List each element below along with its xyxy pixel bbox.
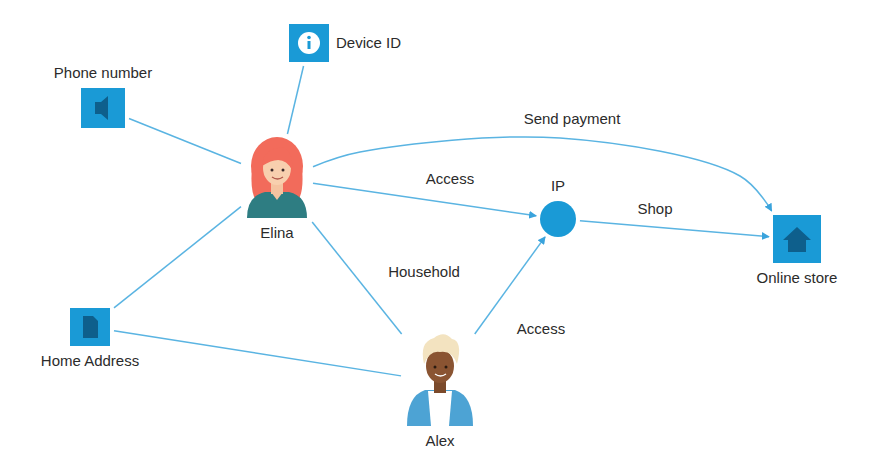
node-label: Elina [260,224,293,242]
store-icon [773,215,821,263]
document-icon [70,308,110,346]
node-label: Device ID [336,34,401,52]
phone-box: Phone number [81,88,125,128]
node-label: Phone number [54,64,152,82]
person-node: Alex [405,338,475,426]
ip-node: IP [540,201,576,237]
edge-label: Access [514,320,568,338]
edge-label: Send payment [521,110,624,128]
node-label: Online store [757,269,838,287]
connector [114,207,241,308]
edge-label: Shop [634,200,675,218]
node-label: Home Address [41,352,139,370]
person-node: Elina [245,138,309,218]
connector [313,183,536,216]
info-box: Device ID [289,24,329,62]
node-label: IP [551,177,565,195]
speaker-icon [81,88,125,128]
person-figure [247,137,307,218]
edge-label: Access [423,170,477,188]
person-figure [407,334,473,426]
connector [287,66,303,134]
address-box: Home Address [70,308,110,346]
ip-circle [540,201,576,237]
connector [114,331,401,376]
connector [313,137,772,211]
connector [129,118,241,163]
store-box: Online store [773,215,821,263]
info-icon [289,24,329,62]
connector [580,221,769,237]
node-label: Alex [425,432,454,450]
edge-label: Household [385,263,463,281]
